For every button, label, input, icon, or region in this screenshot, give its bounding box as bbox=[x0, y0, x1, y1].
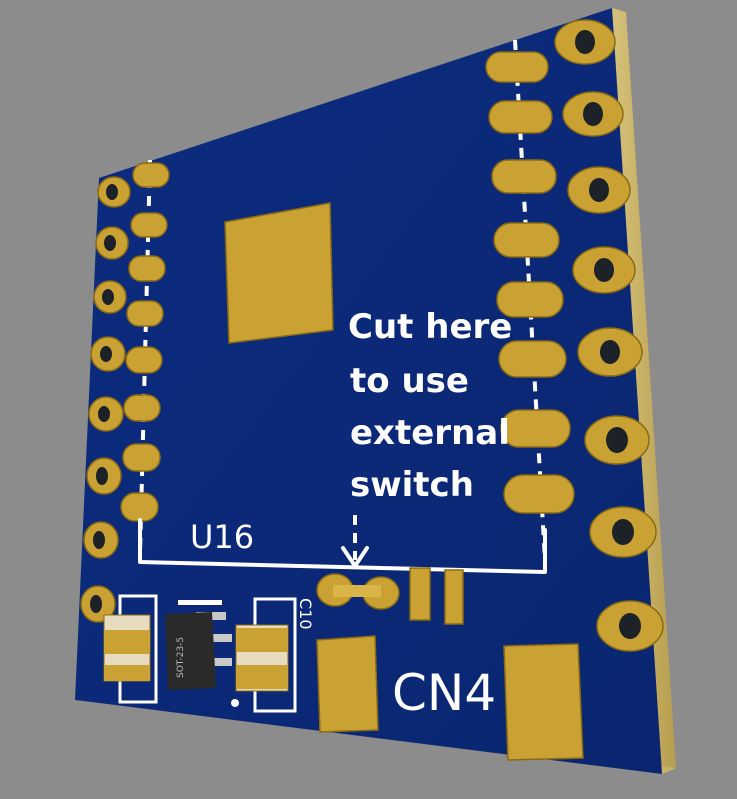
connector-reference-label: CN4 bbox=[392, 664, 496, 722]
right-smd-pads bbox=[485, 51, 575, 514]
cut-arrow-icon bbox=[341, 515, 369, 568]
left-smd-pads bbox=[120, 162, 170, 522]
svg-text:external: external bbox=[350, 413, 510, 453]
right-castellated-holes bbox=[554, 19, 664, 652]
capacitor-c10: C10 bbox=[235, 597, 315, 713]
sot23-5-ic: SOT-23-5 bbox=[165, 600, 239, 707]
module-reference-label: U16 bbox=[190, 518, 254, 556]
svg-text:switch: switch bbox=[350, 465, 474, 505]
svg-text:C10: C10 bbox=[296, 598, 315, 630]
left-castellated-holes bbox=[80, 176, 131, 623]
left-capacitor bbox=[103, 594, 158, 704]
module-outline bbox=[138, 518, 547, 574]
left-pad-outline bbox=[138, 159, 152, 556]
cut-jumper bbox=[316, 573, 400, 610]
svg-text:Cut here: Cut here bbox=[348, 307, 512, 347]
cut-note: Cut here to use external switch bbox=[348, 307, 512, 505]
svg-text:to use: to use bbox=[350, 361, 469, 401]
connector-cn4-pads bbox=[316, 635, 584, 761]
svg-text:SOT-23-5: SOT-23-5 bbox=[176, 637, 186, 678]
center-ground-pad bbox=[224, 202, 334, 344]
pcb-board bbox=[75, 8, 662, 774]
trace-pads bbox=[409, 567, 464, 625]
